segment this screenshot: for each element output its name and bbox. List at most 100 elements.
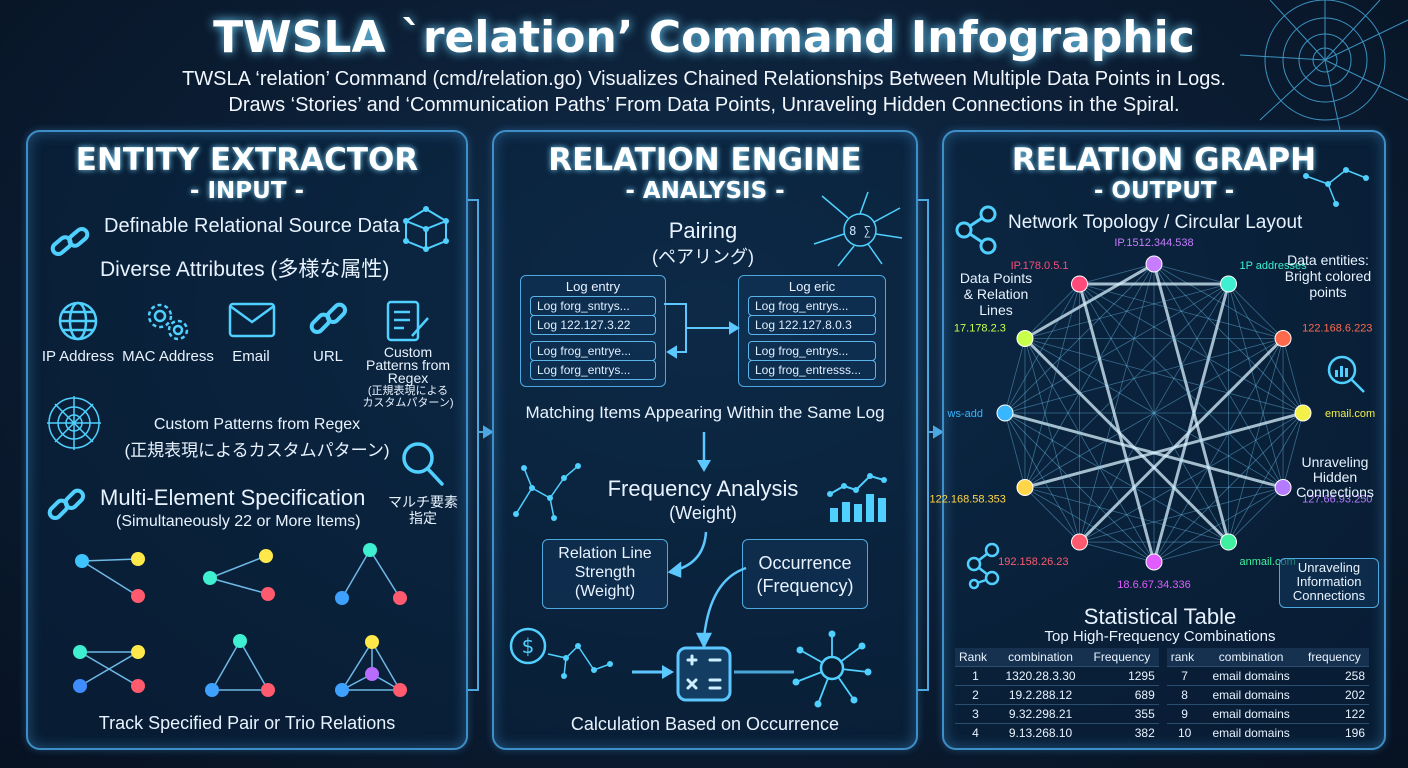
custom-label-jp-2: カスタムパターン): [362, 397, 454, 409]
circuit-chip-icon: 8 ∑: [813, 191, 903, 267]
pairing-jp-label: (ペアリング): [652, 247, 754, 267]
cell-combination: 19.2.288.12: [996, 685, 1086, 705]
graph-node-label: ws-add: [947, 408, 983, 420]
cell-combination-2: email domains: [1202, 723, 1300, 742]
callout-points-line-1: Data Points: [959, 270, 1033, 286]
relation-line: [1004, 338, 1284, 414]
table-row: 4 9.13.268.10 382 10 email domains 196: [955, 723, 1369, 742]
graph-edges: [1004, 262, 1304, 563]
relation-line: [1153, 412, 1304, 563]
relation-line: [1152, 283, 1230, 563]
log-right-row: Log frog_entrys...: [748, 341, 876, 361]
relation-line: [1004, 411, 1284, 489]
share-network-icon: [955, 205, 997, 255]
callout-entities-line-3: points: [1309, 284, 1347, 300]
page-title: TWSLA `relation’ Command Infographic: [213, 12, 1195, 63]
cell-frequency-2: 122: [1299, 704, 1369, 724]
gears-icon: [147, 303, 189, 341]
relation-graph-panel: [942, 130, 1386, 750]
relation-line: [1024, 283, 1080, 339]
table-gap: [1159, 686, 1167, 705]
cell-frequency: 1295: [1085, 666, 1159, 686]
multi-element-label: Multi-Element Specification: [100, 485, 366, 510]
cobweb-decoration: [1239, 0, 1408, 131]
occurrence-line-2: (Frequency): [756, 576, 854, 596]
relation-line: [1079, 487, 1284, 543]
custom-patterns-label: Custom Patterns from Regex: [153, 416, 361, 433]
relation-line: [1079, 263, 1155, 543]
callout-hidden-line-3: Connections: [1296, 484, 1374, 500]
graph-node-label: email.com: [1325, 408, 1375, 420]
graph-node-label: 192.158.26.23: [998, 556, 1068, 568]
cell-frequency-2: 258: [1299, 666, 1369, 686]
network-cube-icon: [403, 206, 449, 252]
relation-line: [1024, 338, 1304, 414]
to-calculator-arrow: [632, 665, 674, 679]
callout-data-entities: Data entities: Bright colored points: [1276, 252, 1380, 300]
cell-combination: 9.32.298.21: [996, 704, 1086, 724]
definable-label: Definable Relational Source Data: [104, 215, 400, 237]
relation-line: [1024, 487, 1080, 543]
scatter-network-icon: [513, 463, 581, 521]
custom-label-line-2: Patterns from: [365, 357, 451, 373]
table-gap: [1159, 648, 1167, 667]
relation-line: [1024, 338, 1284, 488]
relation-line: [1153, 263, 1284, 339]
log-box-left: [520, 275, 666, 387]
entity-extractor-panel: [26, 130, 468, 750]
relation-line: [1228, 338, 1284, 543]
log-left-row: Log forg_entrys...: [530, 360, 656, 380]
cell-combination-2: email domains: [1202, 685, 1300, 705]
graph-node-label: 18.6.67.34.336: [1117, 579, 1190, 591]
cell-rank: 4: [955, 723, 997, 742]
frequency-analysis-label: Frequency Analysis: [607, 476, 799, 501]
relation-line: [1079, 283, 1229, 543]
calculator-icon: [676, 646, 732, 702]
attr-custom-label: Custom Patterns from Regex (正規表現による カスタム…: [358, 345, 458, 409]
table-header-row: Rank combination Frequency rank combinat…: [955, 648, 1369, 667]
table-row: 3 9.32.298.21 355 9 email domains 122: [955, 704, 1369, 724]
log-left-title: Log entry: [565, 279, 621, 294]
callout-entities-line-1: Data entities:: [1287, 252, 1369, 268]
subtitle-line-1: TWSLA ‘relation’ Command (cmd/relation.g…: [182, 68, 1226, 90]
relation-line: [1004, 263, 1155, 414]
frequency-weight-label: (Weight): [669, 503, 737, 523]
relation-line: [1004, 412, 1080, 543]
relation-line: [1024, 263, 1155, 488]
cell-combination-2: email domains: [1202, 704, 1300, 724]
output-subtitle: - OUTPUT -: [1093, 178, 1235, 204]
custom-label-line-3: Regex: [387, 370, 429, 386]
relation-line: [1079, 283, 1229, 543]
graph-node-label: 127.66.93.250: [1302, 494, 1372, 506]
analysis-subtitle: - ANALYSIS -: [625, 178, 785, 204]
graph-node: [1294, 404, 1312, 422]
relation-line: [1228, 283, 1284, 488]
relation-strength-text: Relation Line Strength (Weight): [542, 544, 668, 601]
callout-hidden-line-2: Hidden: [1312, 469, 1358, 485]
svg-text:8 ∑: 8 ∑: [849, 224, 871, 238]
down-arrow-icon: [697, 432, 711, 472]
attr-ip-address: IP Address: [41, 348, 115, 365]
header-combination: combination: [996, 648, 1086, 667]
relation-line: [1024, 487, 1155, 563]
graph-node: [1274, 330, 1292, 347]
molecule-icon: [966, 542, 1000, 590]
relation-line: [1004, 283, 1229, 414]
cell-rank-2: 7: [1166, 666, 1203, 686]
cell-frequency-2: 202: [1299, 685, 1369, 705]
graph-node-label: 17.178.2.3: [954, 323, 1006, 335]
log-right-row: Log 122.127.8.0.3: [748, 315, 876, 335]
statistics-table: Rank combination Frequency rank combinat…: [955, 648, 1369, 742]
relation-engine-title: RELATION ENGINE: [548, 142, 862, 178]
cell-rank: 2: [955, 685, 997, 705]
matching-label: Matching Items Appearing Within the Same…: [525, 403, 885, 422]
relation-line: [1228, 283, 1284, 339]
relation-line: [1023, 337, 1230, 544]
multi-jp-line-1: マルチ要素: [388, 494, 458, 510]
relation-line: [1282, 338, 1304, 414]
custom-patterns-jp-label: (正規表現によるカスタムパターン): [124, 441, 390, 460]
cell-rank-2: 10: [1166, 723, 1203, 742]
occurrence-box: [742, 539, 868, 609]
multi-jp-line-2: 指定: [409, 510, 437, 526]
